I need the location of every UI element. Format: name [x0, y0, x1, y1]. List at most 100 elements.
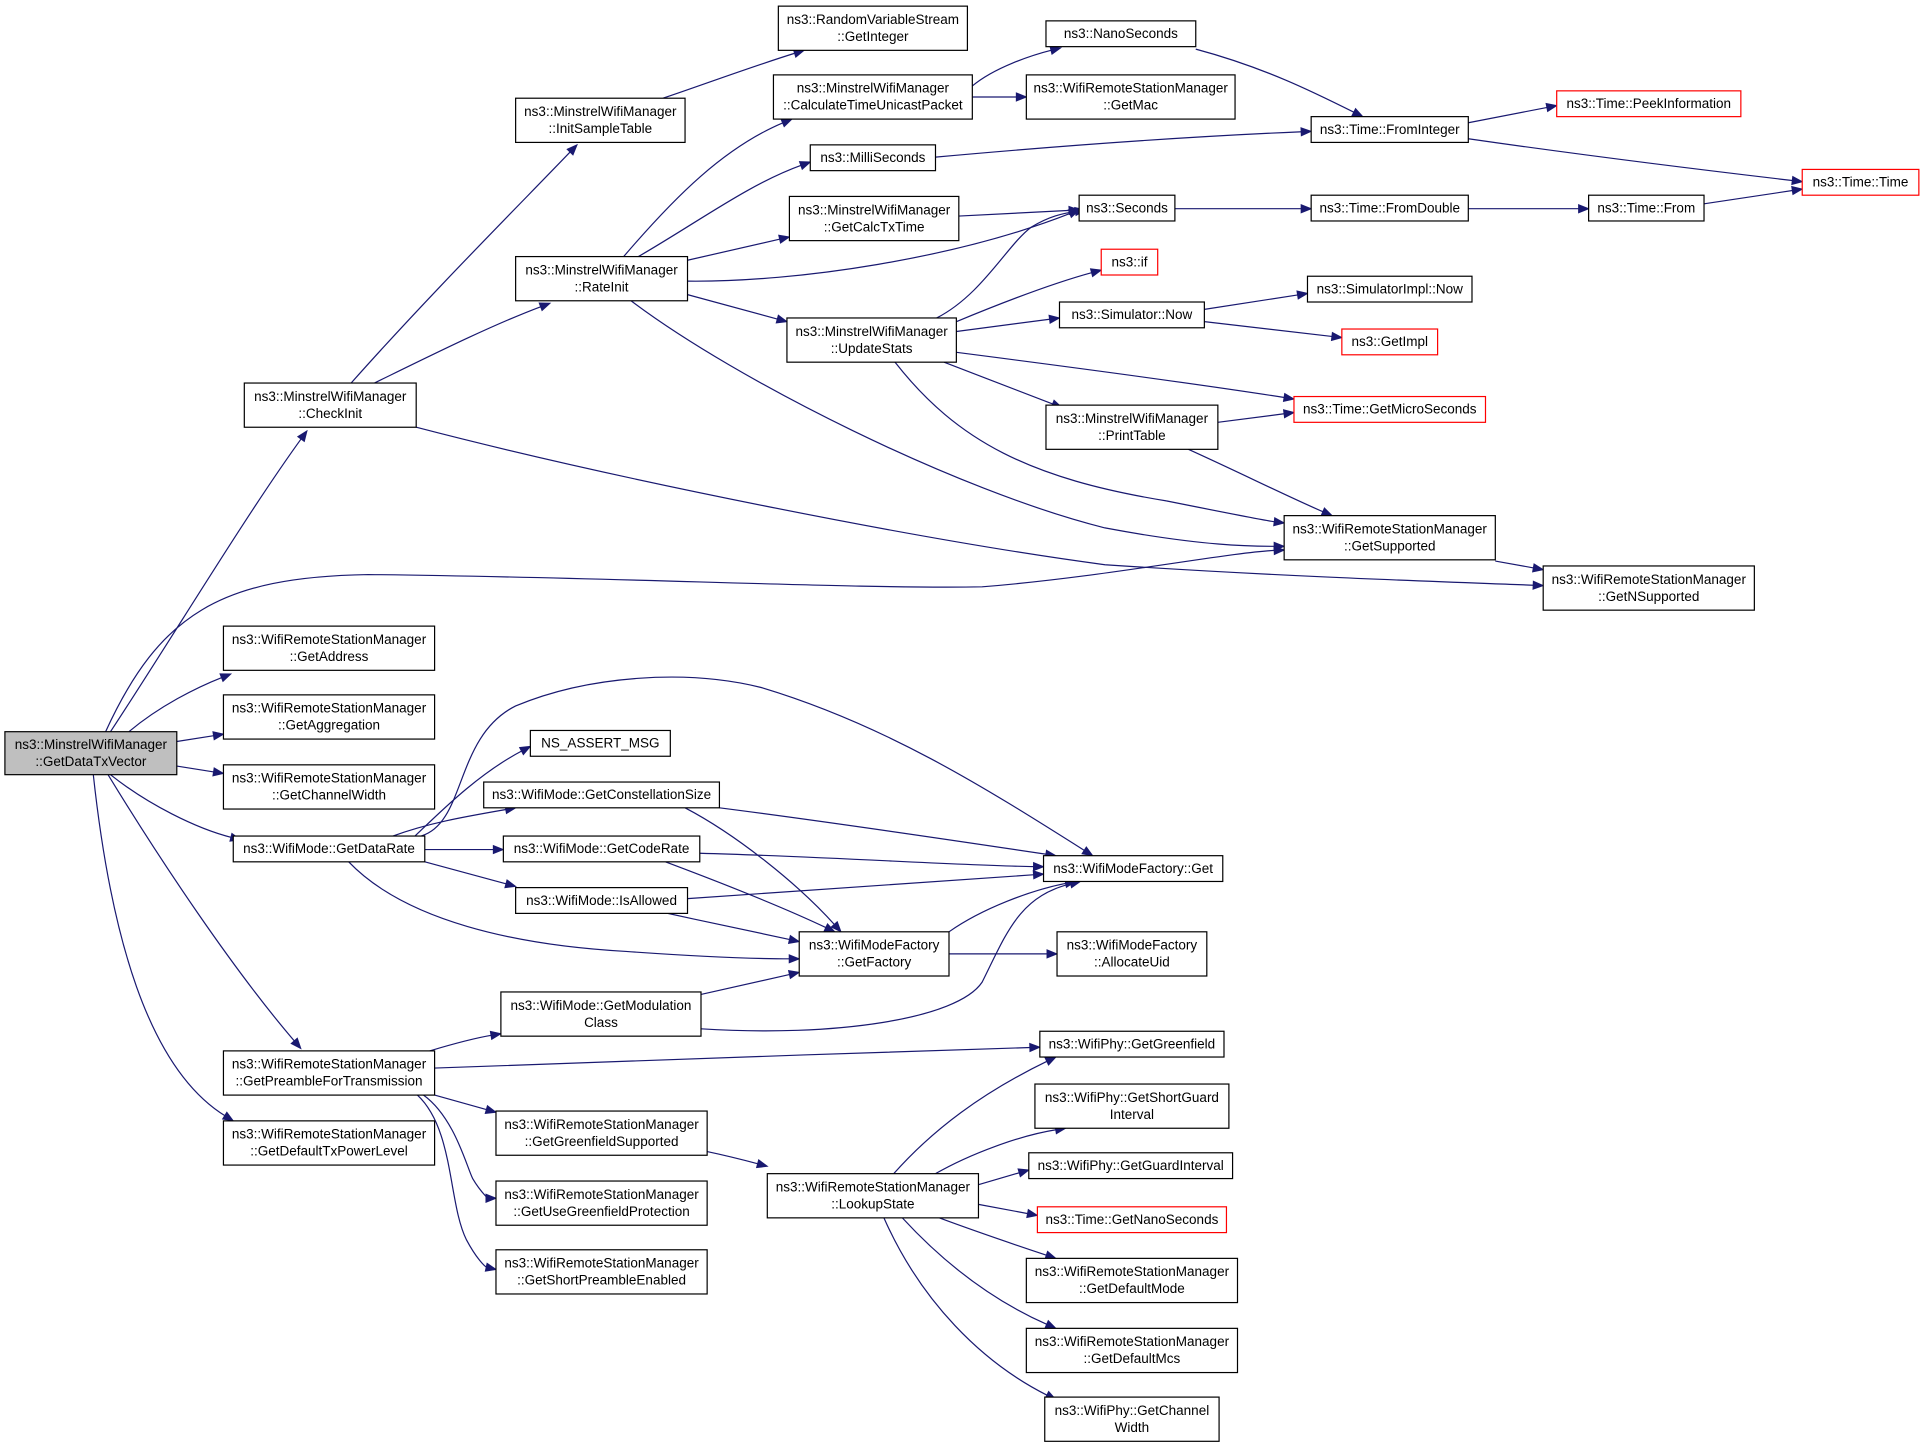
- node-n5[interactable]: ns3::WifiMode::GetDataRate: [232, 835, 426, 863]
- node-box: [798, 931, 950, 977]
- node-box: [1293, 395, 1487, 423]
- node-n12[interactable]: ns3::MilliSeconds: [809, 144, 937, 172]
- edge-line: [350, 150, 572, 384]
- node-n1[interactable]: ns3::MinstrelWifiManager::CheckInit: [243, 382, 417, 428]
- node-label: ns3::Time::PeekInformation: [1566, 96, 1731, 111]
- arrowhead: [1296, 290, 1309, 300]
- node-n47[interactable]: ns3::WifiRemoteStationManager::GetDefaul…: [1025, 1257, 1239, 1304]
- node-n17[interactable]: ns3::Seconds: [1078, 194, 1176, 222]
- arrowhead: [1032, 870, 1045, 880]
- node-box: [1042, 855, 1224, 883]
- node-n8[interactable]: ns3::MinstrelWifiManager::InitSampleTabl…: [515, 97, 686, 144]
- node-n22[interactable]: ns3::Time::FromDouble: [1310, 194, 1469, 222]
- edge-line: [374, 305, 542, 384]
- node-label: ns3::if: [1111, 254, 1147, 269]
- edge-n14-to-n18: [956, 268, 1103, 323]
- arrowhead: [538, 302, 552, 312]
- node-box: [1028, 1152, 1234, 1180]
- node-label: ::GetPreambleForTransmission: [235, 1074, 422, 1089]
- node-box: [222, 1120, 436, 1166]
- node-n27[interactable]: ns3::WifiRemoteStationManager::GetNSuppo…: [1542, 565, 1755, 611]
- node-n42[interactable]: ns3::WifiRemoteStationManager::GetShortP…: [495, 1249, 708, 1295]
- edge-n43-to-n46: [978, 1203, 1039, 1219]
- edge-n6-to-n38: [429, 1030, 503, 1052]
- node-n10[interactable]: ns3::RandomVariableStream::GetInteger: [777, 5, 969, 51]
- node-box: [1100, 248, 1159, 276]
- edge-n1-to-n8: [350, 143, 578, 384]
- node-n40[interactable]: ns3::WifiRemoteStationManager::GetGreenf…: [495, 1110, 708, 1156]
- node-n2[interactable]: ns3::WifiRemoteStationManager::GetAddres…: [222, 625, 436, 671]
- node-n14[interactable]: ns3::MinstrelWifiManager::UpdateStats: [786, 317, 957, 363]
- arrowhead: [212, 731, 225, 741]
- node-label: ns3::Time::GetNanoSeconds: [1045, 1212, 1218, 1227]
- node-n25[interactable]: ns3::Time::GetMicroSeconds: [1293, 395, 1487, 423]
- node-n41[interactable]: ns3::WifiRemoteStationManager::GetUseGre…: [495, 1180, 708, 1226]
- edge-n6-to-n42: [417, 1094, 498, 1272]
- node-n7[interactable]: ns3::WifiRemoteStationManager::GetDefaul…: [222, 1120, 436, 1166]
- arrowhead: [1032, 861, 1045, 872]
- arrowhead: [1017, 1168, 1031, 1178]
- node-n24[interactable]: ns3::GetImpl: [1341, 328, 1439, 356]
- node-n37[interactable]: ns3::WifiModeFactory::AllocateUid: [1056, 931, 1208, 977]
- node-n9[interactable]: ns3::MinstrelWifiManager::RateInit: [515, 255, 689, 302]
- node-n29[interactable]: ns3::Time::From: [1588, 194, 1705, 222]
- arrowhead: [1026, 1208, 1039, 1219]
- node-n3[interactable]: ns3::WifiRemoteStationManager::GetAggreg…: [222, 694, 436, 740]
- arrowhead: [1300, 127, 1313, 137]
- edge-line: [176, 765, 215, 773]
- node-n49[interactable]: ns3::WifiPhy::GetChannelWidth: [1044, 1396, 1220, 1442]
- node-box: [495, 1249, 708, 1295]
- node-n4[interactable]: ns3::WifiRemoteStationManager::GetChanne…: [222, 764, 436, 810]
- node-label: ::GetDefaultMcs: [1084, 1351, 1181, 1366]
- node-label: Interval: [1110, 1107, 1154, 1122]
- edge-n33-to-n35: [665, 861, 837, 933]
- node-n32[interactable]: ns3::WifiMode::GetConstellationSize: [483, 781, 721, 809]
- node-label: ::GetDefaultMode: [1079, 1281, 1185, 1296]
- edge-line: [893, 1060, 1048, 1175]
- node-box: [1045, 404, 1219, 450]
- arrowhead: [1532, 580, 1545, 590]
- node-n20[interactable]: ns3::MinstrelWifiManager::PrintTable: [1045, 404, 1219, 450]
- node-n18[interactable]: ns3::if: [1100, 248, 1159, 276]
- node-n16[interactable]: ns3::WifiRemoteStationManager::GetMac: [1025, 74, 1236, 120]
- node-n39[interactable]: ns3::WifiPhy::GetGreenfield: [1039, 1030, 1225, 1058]
- edge-line: [687, 212, 1071, 282]
- node-n28[interactable]: ns3::Time::PeekInformation: [1556, 90, 1742, 118]
- node-n34[interactable]: ns3::WifiMode::IsAllowed: [515, 887, 689, 914]
- arrowhead: [485, 1193, 498, 1203]
- edge-n6-to-n41: [423, 1094, 498, 1203]
- node-n33[interactable]: ns3::WifiMode::GetCodeRate: [502, 835, 701, 863]
- edge-n5-to-n36: [420, 676, 1094, 857]
- node-n43[interactable]: ns3::WifiRemoteStationManager::LookupSta…: [766, 1173, 980, 1219]
- node-n31[interactable]: NS_ASSERT_MSG: [529, 729, 671, 757]
- node-label: ns3::WifiMode::GetModulation: [511, 998, 692, 1013]
- node-n48[interactable]: ns3::WifiRemoteStationManager::GetDefaul…: [1025, 1327, 1239, 1374]
- node-box: [222, 694, 436, 740]
- node-n36[interactable]: ns3::WifiModeFactory::Get: [1042, 855, 1224, 883]
- node-n26[interactable]: ns3::WifiRemoteStationManager::GetSuppor…: [1283, 515, 1496, 561]
- node-n15[interactable]: ns3::NanoSeconds: [1045, 20, 1197, 48]
- node-n46[interactable]: ns3::Time::GetNanoSeconds: [1036, 1206, 1228, 1234]
- node-n23[interactable]: ns3::SimulatorImpl::Now: [1306, 275, 1473, 303]
- node-label: ns3::WifiPhy::GetGreenfield: [1049, 1036, 1216, 1051]
- node-n30[interactable]: ns3::Time::Time: [1801, 168, 1920, 196]
- node-label: ns3::WifiMode::GetConstellationSize: [492, 787, 711, 802]
- node-n35[interactable]: ns3::WifiModeFactory::GetFactory: [798, 931, 950, 977]
- node-label: ns3::Time::FromInteger: [1320, 122, 1460, 137]
- node-n13[interactable]: ns3::MinstrelWifiManager::GetCalcTxTime: [788, 195, 960, 242]
- edge-line: [176, 734, 215, 743]
- node-n11[interactable]: ns3::MinstrelWifiManager::CalculateTimeU…: [772, 74, 973, 120]
- edge-line: [424, 861, 508, 885]
- node-label: ::CalculateTimeUnicastPacket: [783, 98, 963, 113]
- node-n6[interactable]: ns3::WifiRemoteStationManager::GetPreamb…: [222, 1050, 436, 1096]
- node-n19[interactable]: ns3::Simulator::Now: [1058, 301, 1205, 329]
- node-n45[interactable]: ns3::WifiPhy::GetGuardInterval: [1028, 1152, 1234, 1180]
- edge-n32-to-n36: [719, 807, 1058, 859]
- node-n21[interactable]: ns3::Time::FromInteger: [1310, 116, 1469, 144]
- node-n0[interactable]: ns3::MinstrelWifiManager::GetDataTxVecto…: [4, 731, 178, 776]
- call-edges: [92, 45, 1804, 1401]
- edge-line: [107, 774, 296, 1043]
